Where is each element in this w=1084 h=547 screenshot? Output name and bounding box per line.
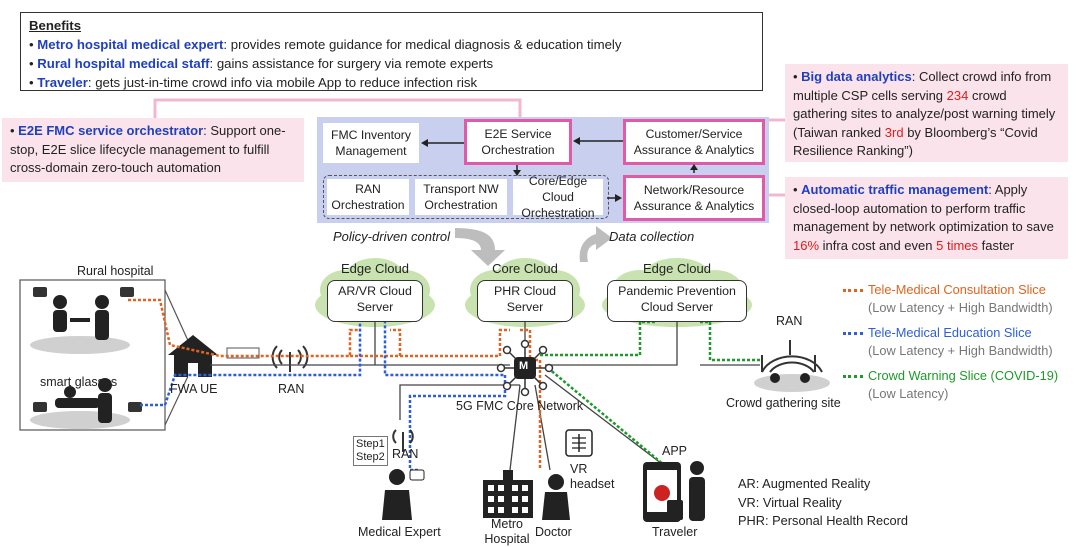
policy-arrow <box>455 228 505 266</box>
abbr-vr: VR: Virtual Reality <box>738 494 842 510</box>
data-arrow <box>579 226 612 262</box>
orchestrator-note: • E2E FMC service orchestrator: Support … <box>2 118 304 182</box>
legend-education: Tele-Medical Education Slice (Low Latenc… <box>843 324 1053 360</box>
bigdata-note: • Big data analytics: Collect crowd info… <box>785 64 1068 162</box>
data-label: Data collection <box>609 229 695 244</box>
core-network-label: 5G FMC Core Network <box>456 399 584 413</box>
abbreviations: AR: Augmented Reality VR: Virtual Realit… <box>738 475 908 531</box>
metro-hospital-label: Metro Hospital <box>484 517 530 546</box>
crowd-site-icon <box>754 340 830 392</box>
router-icon <box>226 347 260 359</box>
ran-mid-label: RAN <box>392 447 419 461</box>
pandemic-server: Pandemic Prevention Cloud Server <box>607 280 747 322</box>
vr-headset-label: VR headset <box>570 462 615 491</box>
ran-mid-icon <box>392 429 414 452</box>
crowd-site-label: Crowd gathering site <box>726 396 841 410</box>
traveler-icon <box>667 461 705 521</box>
orchestrator-connector <box>153 98 522 120</box>
core-cloud-title: Core Cloud <box>492 261 558 276</box>
fwa-ue-house-icon <box>168 335 218 377</box>
fmc-inventory-box: FMC Inventory Management <box>323 123 419 163</box>
ran-right-label: RAN <box>776 314 803 328</box>
benefit-item-3: • Traveler: gets just-in-time crowd info… <box>29 75 478 90</box>
core-network-icon <box>496 339 554 397</box>
rural-staff-icons <box>53 295 112 423</box>
xray-icon <box>565 429 593 457</box>
phr-server: PHR Cloud Server <box>477 280 573 322</box>
customer-assurance-box: Customer/Service Assurance & Analytics <box>623 119 765 165</box>
rural-hospital-frame <box>19 279 166 431</box>
benefits-heading: Benefits <box>29 18 82 33</box>
rural-hospital-label: Rural hospital <box>77 264 154 278</box>
edge-cloud-2-title: Edge Cloud <box>643 261 711 276</box>
transport-orch-box: Transport NW Orchestration <box>415 179 507 215</box>
traffic-note: • Automatic traffic management: Apply cl… <box>785 177 1068 259</box>
orchestration-panel: FMC Inventory Management E2E Service Orc… <box>317 117 769 223</box>
abbr-phr: PHR: Personal Health Record <box>738 513 908 528</box>
orch-arrows <box>421 137 698 202</box>
medical-expert-label: Medical Expert <box>358 525 441 539</box>
network-assurance-box: Network/Resource Assurance & Analytics <box>623 175 765 221</box>
legend-consultation: Tele-Medical Consultation Slice (Low Lat… <box>843 281 1053 317</box>
ran-left-label: RAN <box>278 382 305 396</box>
doctor-icon <box>542 474 570 520</box>
policy-label: Policy-driven control <box>333 229 451 244</box>
abbr-ar: AR: Augmented Reality <box>738 476 871 491</box>
crowd-warning-slice <box>540 320 760 471</box>
benefits-box: Benefits • Metro hospital medical expert… <box>20 12 763 91</box>
benefit-item-2: • Rural hospital medical staff: gains as… <box>29 56 494 71</box>
ran-left-icon <box>271 345 309 372</box>
edge-cloud-1-title: Edge Cloud <box>341 261 409 276</box>
smart-glasses-label: smart glasses <box>40 375 118 389</box>
traveler-label: Traveler <box>652 525 698 539</box>
medical-expert-icon <box>382 469 412 520</box>
arvr-server: AR/VR Cloud Server <box>327 280 423 322</box>
benefit-item-1: • Metro hospital medical expert: provide… <box>29 37 622 52</box>
fwa-ue-label: FWA UE <box>170 382 218 396</box>
core-m-label: M <box>519 360 529 372</box>
ran-orch-box: RAN Orchestration <box>327 179 409 215</box>
core-edge-orch-box: Core/Edge Cloud Orchestration <box>513 174 603 220</box>
metro-hospital-icon <box>483 470 533 518</box>
legend-crowd-warning: Crowd Warning Slice (COVID-19) (Low Late… <box>843 367 1058 403</box>
app-label: APP <box>662 444 688 458</box>
e2e-service-box: E2E Service Orchestration <box>464 119 572 165</box>
tablet-icon <box>409 469 425 481</box>
domain-orch-group <box>323 175 609 219</box>
camera-icons <box>33 287 142 412</box>
doctor-label: Doctor <box>535 525 572 539</box>
